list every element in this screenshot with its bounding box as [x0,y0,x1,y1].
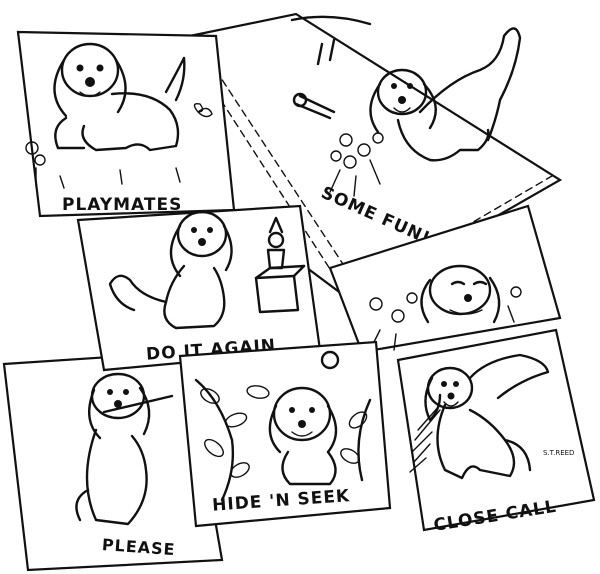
butterfly [193,102,213,118]
please-panel: PLEASE [2,350,224,572]
playmates-flowers [25,141,181,189]
motion-arc [290,15,372,26]
hide-n-seek-puppy [268,350,340,486]
caption-playmates: PLAYMATES [62,195,182,215]
sleepy-pup-panel [328,204,562,354]
leafy-branches [194,378,372,502]
playmates-puppy [53,42,186,152]
grass-flowers [369,286,522,351]
do-it-again-puppy [108,210,233,330]
flower-cluster [329,132,384,197]
playmates-panel: PLAYMATES [16,30,236,218]
do-it-again-panel: DO IT AGAIN [76,204,322,372]
sleepy-puppy [420,264,501,324]
some-fun-puppy [369,27,522,162]
hose-nozzle [292,92,336,120]
close-call-puppy [424,353,550,480]
jack-in-the-box [254,216,306,314]
splash-lines [409,404,441,473]
close-call-panel: S.T.REED CLOSE CALL [396,328,596,536]
hide-n-seek-panel: HIDE 'N SEEK [178,340,392,528]
artist-signature: S.T.REED [543,449,574,457]
please-puppy [75,372,174,526]
